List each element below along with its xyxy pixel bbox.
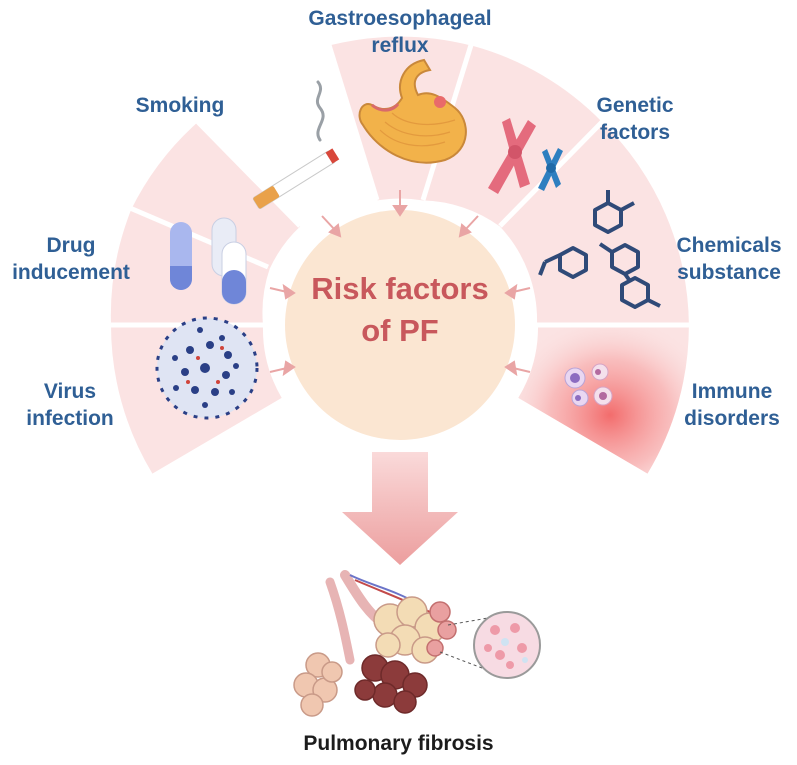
virus-icon <box>155 316 259 420</box>
center-circle <box>285 210 515 440</box>
center-title-line2: of PF <box>361 313 439 348</box>
label-gastro-line1: Gastroesophageal <box>308 7 492 30</box>
cigarette-icon <box>252 80 340 209</box>
label-drug-line1: Drug <box>46 234 96 257</box>
molecule-icon <box>538 190 661 309</box>
immune-cells-icon <box>564 363 613 407</box>
label-virus-infection: Virus infection <box>10 378 130 432</box>
center-title-line1: Risk factors <box>311 271 489 306</box>
outcome-label: Pulmonary fibrosis <box>303 732 494 755</box>
label-genetic-line1: Genetic <box>596 94 674 117</box>
label-virus-line1: Virus <box>43 380 97 403</box>
label-chemicals-substance: Chemicals substance <box>664 232 794 286</box>
label-immune-line2: disorders <box>684 407 780 430</box>
label-genetic-line2: factors <box>599 121 671 144</box>
arrow-immune <box>504 360 531 377</box>
label-smoking-line1: Smoking <box>135 94 225 117</box>
capsule-icon <box>170 217 247 305</box>
segment-smoking <box>131 122 301 269</box>
label-drug-inducement: Drug inducement <box>0 232 142 286</box>
arrow-chemicals <box>504 283 531 300</box>
label-genetic-factors: Genetic factors <box>570 92 700 146</box>
lung-alveoli-icon <box>293 570 541 717</box>
label-virus-line2: infection <box>26 407 114 430</box>
arrow-smoking <box>321 215 342 238</box>
label-gastro-line2: reflux <box>371 34 429 57</box>
inward-arrows <box>269 190 531 377</box>
center-title: Risk factors of PF <box>270 268 530 352</box>
label-immune-line1: Immune <box>691 380 773 403</box>
outcome-arrow <box>342 452 458 565</box>
stomach-icon <box>358 58 467 164</box>
label-gastroesophageal-reflux: Gastroesophageal reflux <box>290 5 510 59</box>
label-immune-disorders: Immune disorders <box>672 378 792 432</box>
arrow-virus <box>269 360 296 377</box>
label-chemicals-line2: substance <box>677 261 781 284</box>
label-chemicals-line1: Chemicals <box>676 234 782 257</box>
arrow-gastro <box>392 190 408 217</box>
label-drug-line2: inducement <box>12 261 130 284</box>
arrow-drug <box>269 283 296 300</box>
chromosome-icon <box>488 118 563 194</box>
label-smoking: Smoking <box>115 92 245 119</box>
arrow-genetic <box>458 215 479 238</box>
